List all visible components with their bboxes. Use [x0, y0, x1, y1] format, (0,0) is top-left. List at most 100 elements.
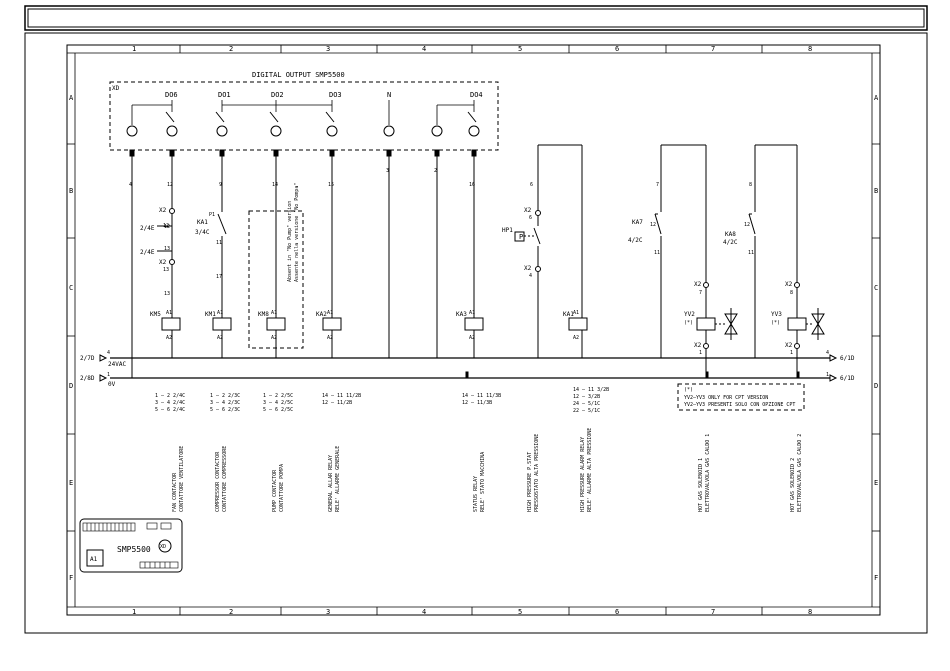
hp-labels: HP1 X2 6 X2 4 P	[502, 207, 532, 279]
rail-ref: 2/8D	[80, 375, 95, 382]
coil-a1: A1	[573, 310, 579, 316]
desc-line: CONTATTORE POMPA	[279, 464, 285, 512]
contact-entry: 14 — 11 3/2B	[573, 387, 609, 393]
ref-label: 2/4E	[140, 249, 155, 256]
output-label-do1: DO1	[218, 91, 231, 99]
rail-voltage: 24VAC	[108, 361, 126, 368]
ka8-p2: 11	[748, 250, 754, 256]
coil-km1	[212, 317, 232, 331]
ka1-ref: 3/4C	[195, 229, 210, 236]
coils	[161, 317, 807, 331]
col-label: 4	[422, 608, 426, 616]
x2-terminal	[169, 208, 175, 214]
ka8-p1: 12	[744, 222, 750, 228]
hp-contact	[533, 227, 541, 245]
controller-board-outline	[79, 518, 183, 573]
contact-entry: 1 — 2 2/5C	[263, 393, 293, 399]
terminal-circle	[383, 125, 395, 137]
board-a1-label: A1	[90, 556, 98, 563]
terminal-number: 7	[656, 182, 659, 188]
cpt-note-line1: YV2—YV3 ONLY FOR CPT VERSION	[684, 395, 768, 401]
valve-icon	[806, 308, 825, 340]
contact-entry: 5 — 6 2/4C	[155, 407, 185, 413]
contact-do3	[325, 111, 335, 123]
coil-label-km1: KM1	[205, 311, 216, 318]
cpt-note-mark: (*)	[684, 387, 693, 393]
terminal-circle	[216, 125, 228, 137]
row-label: A	[69, 94, 74, 102]
x2-terminal	[794, 282, 800, 288]
terminal-number: 8	[749, 182, 752, 188]
col-label: 2	[229, 608, 233, 616]
col-label: 3	[326, 608, 330, 616]
cpt-note-box	[677, 383, 805, 411]
row-ticks	[66, 53, 880, 607]
contact-entry: 5 — 6 2/3C	[210, 407, 240, 413]
rail-num: 4	[826, 350, 829, 356]
ka8-label: KA8	[725, 231, 736, 238]
contact-entry: 12 — 3/2B	[573, 394, 600, 400]
col-label: 3	[326, 45, 330, 53]
terminal-number: 3	[386, 168, 389, 174]
contact-entry: 12 — 11/3B	[462, 400, 492, 406]
contact-entry: 5 — 6 2/5C	[263, 407, 293, 413]
row-label: C	[874, 284, 878, 292]
ka7-label: KA7	[632, 219, 643, 226]
output-label-n: N	[387, 91, 391, 99]
rail-ref: 6/1D	[840, 355, 855, 362]
desc-line: HOT GAS SOLENOID 1	[698, 458, 704, 512]
coil-label-ka3: KA3	[456, 311, 467, 318]
contact-lists: 1 — 2 2/4C 3 — 4 2/4C 5 — 6 2/4C 1 — 2 2…	[155, 387, 609, 414]
ka1-contact	[217, 213, 227, 235]
coil-ka2	[322, 317, 342, 331]
coil-ka3	[464, 317, 484, 331]
ka8-ref: 4/2C	[723, 239, 738, 246]
rail-labels: 2/7D 4 24VAC 6/1D 4 2/8D 1 0V 6/1D 1	[80, 350, 855, 388]
desc-line: PRESSOSTATO ALTA PRESSIONE	[534, 434, 540, 512]
col-label: 4	[422, 45, 426, 53]
board-header-pins	[82, 522, 179, 569]
wire-num: 12	[164, 224, 170, 230]
arrow-in-icon	[99, 374, 108, 382]
output-label-do6: DO6	[165, 91, 178, 99]
coil-note-yv2: (*)	[684, 320, 693, 326]
rail-num: 4	[107, 350, 110, 356]
ka8-contact	[748, 213, 756, 235]
wire-num: 13	[163, 267, 169, 273]
output-label-do4: DO4	[470, 91, 483, 99]
terminal-circle	[166, 125, 178, 137]
board-xd-label: XD	[160, 544, 166, 550]
desc-line: ELETTROVALVOLA GAS CALDO 2	[797, 434, 803, 512]
desc-line: RELE' ALLARME GENERALE	[335, 446, 341, 512]
ka1-label: KA1	[197, 219, 208, 226]
contact-entry: 1 — 2 2/3C	[210, 393, 240, 399]
row-label: B	[874, 187, 878, 195]
coil-label-ka2: KA2	[316, 311, 327, 318]
wire-num: 7	[699, 290, 702, 296]
contact-entry: 3 — 4 2/5C	[263, 400, 293, 406]
x2-terminal	[703, 282, 709, 288]
sheet-border	[24, 32, 928, 634]
x2-label: X2	[785, 281, 793, 288]
ka8-labels: KA8 4/2C 12 11 X2 8 X2 1	[723, 222, 793, 356]
row-label: E	[69, 479, 73, 487]
x2-label: X2	[694, 342, 702, 349]
pressure-symbol: P	[519, 233, 523, 241]
x2-terminal	[703, 343, 709, 349]
terminal-number: 4	[129, 182, 132, 188]
contact-entry: 3 — 4 2/3C	[210, 400, 240, 406]
ka7-contact	[654, 213, 662, 235]
coil-a1: A1	[166, 310, 172, 316]
coil-label-yv2: YV2	[684, 311, 695, 318]
board-internal-bus	[131, 100, 475, 125]
board-relay-contacts	[165, 111, 477, 123]
coil-ka1	[568, 317, 588, 331]
row-label: B	[69, 187, 73, 195]
hp1-label: HP1	[502, 227, 513, 234]
col-label: 1	[132, 45, 136, 53]
x2-label: X2	[524, 265, 532, 272]
column-ticks	[66, 44, 881, 615]
cpt-note: (*) YV2—YV3 ONLY FOR CPT VERSION YV2—YV3…	[684, 387, 795, 408]
coil-yv2	[696, 317, 716, 331]
col1-labels: X2 12 2/4E 12 2/4E 13 X2 13 13	[140, 207, 170, 297]
